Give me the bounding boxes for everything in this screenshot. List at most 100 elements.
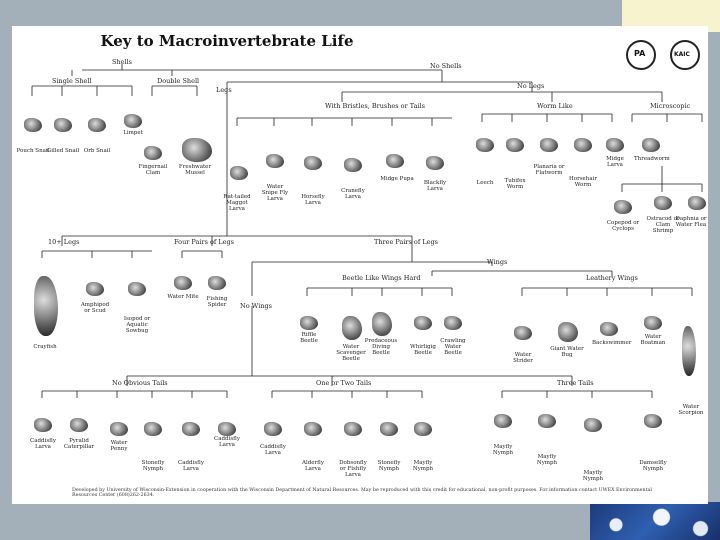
- organism-label: Giant Water Bug: [550, 346, 584, 358]
- branch-double-shell: Double Shell: [157, 77, 200, 85]
- organism-label: Fingernail Clam: [138, 164, 168, 176]
- midge-pupa-drawing: [386, 154, 404, 168]
- water-scorpion-drawing: [682, 326, 696, 376]
- copepod-drawing: [614, 200, 632, 214]
- crawling-water-beetle-drawing: [444, 316, 462, 330]
- credits-footer: Developed by University of Wisconsin-Ext…: [72, 488, 652, 498]
- blackfly-larva-drawing: [426, 156, 444, 170]
- organism-label: Planaria or Flatworm: [533, 164, 565, 176]
- horsehair-worm-drawing: [574, 138, 592, 152]
- branch-no-wings: No Wings: [240, 302, 272, 310]
- organism-label: Blackfly Larva: [423, 180, 447, 192]
- organism-label: Stonefly Nymph: [377, 460, 401, 472]
- organism-label: Backswimmer: [592, 340, 632, 346]
- organism-label: Crayfish: [33, 344, 57, 350]
- branch-ten-legs: 10+ Legs: [48, 238, 80, 246]
- organism-label: Water Mite: [167, 294, 199, 300]
- stonefly-nymph-drawing: [144, 422, 162, 436]
- organism-label: Gilled Snail: [46, 148, 80, 154]
- whirligig-beetle-drawing: [414, 316, 432, 330]
- organism-label: Cranefly Larva: [341, 188, 365, 200]
- water-penny-drawing: [110, 422, 128, 436]
- organism-label: Caddisfly Larva: [214, 436, 240, 448]
- organism-label: Midge Pupa: [380, 176, 414, 182]
- organism-label: Mayfly Nymph: [582, 470, 604, 482]
- daphnia-drawing: [688, 196, 706, 210]
- organism-label: Caddisfly Larva: [30, 438, 56, 450]
- macroinvertebrate-key-sheet: Key to Macroinvertebrate Life PA KAIC: [12, 26, 708, 504]
- organism-label: Daphnia or Water Flea: [675, 216, 707, 228]
- mayfly-nymph-drawing: [584, 418, 602, 432]
- cranefly-larva-drawing: [344, 158, 362, 172]
- branch-leathery-wings: Leathery Wings: [586, 274, 638, 282]
- branch-microscopic: Microscopic: [650, 102, 691, 110]
- leech-drawing: [476, 138, 494, 152]
- dobsonfly-larva-drawing: [344, 422, 362, 436]
- stonefly-nymph-drawing: [380, 422, 398, 436]
- orb-snail-drawing: [88, 118, 106, 132]
- branch-with-bristles: With Bristles, Brushes or Tails: [325, 102, 425, 110]
- organism-label: Isopod or Aquatic Sowbug: [123, 316, 151, 334]
- midge-larva-drawing: [606, 138, 624, 152]
- organism-label: Water Scorpion: [678, 404, 704, 416]
- organism-label: Water Scavenger Beetle: [336, 344, 366, 362]
- mayfly-nymph-drawing: [538, 414, 556, 428]
- branch-no-tails: No Obvious Tails: [112, 379, 168, 387]
- damselfly-nymph-drawing: [644, 414, 662, 428]
- organism-label: Horsehair Worm: [568, 176, 598, 188]
- organism-label: Threadworm: [634, 156, 670, 162]
- organism-label: Midge Larva: [606, 156, 624, 168]
- organism-label: Leech: [476, 180, 494, 186]
- branch-worm-like: Worm Like: [537, 102, 573, 110]
- organism-label: Water Penny: [110, 440, 128, 452]
- branch-beetle-wings: Beetle Like Wings Hard: [342, 274, 421, 282]
- organism-label: Crawling Water Beetle: [440, 338, 466, 356]
- branch-shells: Shells: [112, 58, 132, 66]
- threadworm-drawing: [642, 138, 660, 152]
- branch-one-two-tails: One or Two Tails: [316, 379, 372, 387]
- organism-label: Pouch Snail: [16, 148, 50, 154]
- kaic-logo: KAIC: [670, 40, 700, 70]
- organism-label: Copepod or Cyclops: [606, 220, 640, 232]
- organism-label: Orb Snail: [83, 148, 111, 154]
- organism-label: Water Boatman: [640, 334, 666, 346]
- isopod-drawing: [128, 282, 146, 296]
- alderfly-larva-drawing: [304, 422, 322, 436]
- pyralid-caterpillar-drawing: [70, 418, 88, 432]
- organism-label: Pyralid Caterpillar: [63, 438, 95, 450]
- ostracod-drawing: [654, 196, 672, 210]
- organism-label: Rat-tailed Maggot Larva: [223, 194, 251, 212]
- organism-label: Water Snipe Fly Larva: [261, 184, 289, 202]
- branch-wings: Wings: [487, 258, 508, 266]
- riffle-beetle-drawing: [300, 316, 318, 330]
- mayfly-nymph-drawing: [494, 414, 512, 428]
- branch-no-shells: No Shells: [430, 62, 462, 70]
- organism-label: Stonefly Nymph: [141, 460, 165, 472]
- water-boatman-drawing: [644, 316, 662, 330]
- organism-label: Mayfly Nymph: [492, 444, 514, 456]
- fishing-spider-drawing: [208, 276, 226, 290]
- organism-label: Alderfly Larva: [302, 460, 324, 472]
- crayfish-drawing: [34, 276, 58, 336]
- rat-tailed-maggot-drawing: [230, 166, 248, 180]
- organism-label: Tubifex Worm: [504, 178, 526, 190]
- page-title: Key to Macroinvertebrate Life: [100, 32, 354, 50]
- mayfly-nymph-drawing: [414, 422, 432, 436]
- pouch-snail-drawing: [24, 118, 42, 132]
- horsefly-larva-drawing: [304, 156, 322, 170]
- caddisfly-larva-drawing: [34, 418, 52, 432]
- organism-label: Mayfly Nymph: [536, 454, 558, 466]
- organism-label: Amphipod or Scud: [80, 302, 110, 314]
- giant-water-bug-drawing: [558, 322, 578, 342]
- caddisfly-larva-case-drawing: [218, 422, 236, 436]
- branch-no-legs: No Legs: [517, 82, 545, 90]
- organism-label: Ostracod or Clam Shrimp: [646, 216, 680, 234]
- organism-label: Caddisfly Larva: [260, 444, 286, 456]
- caddisfly-larva-drawing: [264, 422, 282, 436]
- organism-label: Fishing Spider: [206, 296, 228, 308]
- organism-label: Caddisfly Larva: [178, 460, 204, 472]
- pa-keystone-logo: PA: [626, 40, 656, 70]
- organism-label: Freshwater Mussel: [178, 164, 212, 176]
- tubifex-worm-drawing: [506, 138, 524, 152]
- branch-legs: Legs: [216, 86, 232, 94]
